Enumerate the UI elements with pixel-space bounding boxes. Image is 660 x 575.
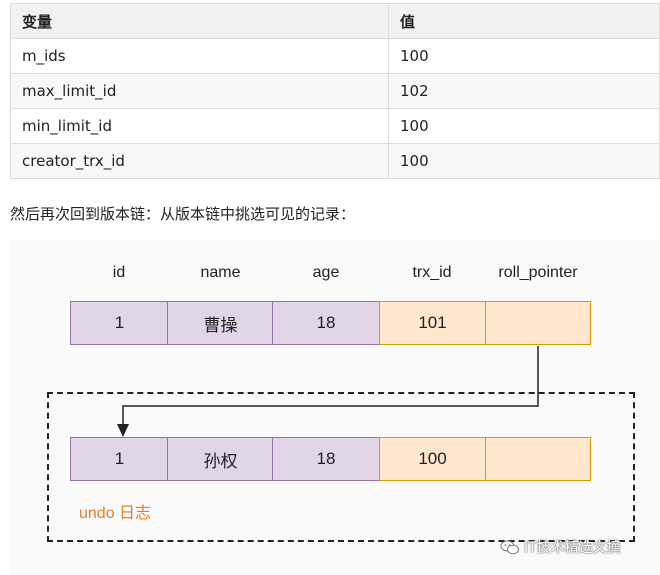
current-record-roll-pointer: [485, 301, 591, 345]
column-header-variable: 变量: [10, 3, 389, 39]
undo-log-label: undo 日志: [79, 505, 152, 522]
table-cell-value: 102: [388, 73, 660, 109]
watermark-text: IT技术精选文摘: [524, 540, 621, 556]
undo-record-roll-pointer: [485, 437, 591, 481]
column-label-trx-id: trx_id: [412, 264, 452, 281]
table-cell-value: 100: [388, 143, 660, 179]
column-label-name: name: [200, 264, 241, 281]
version-chain-diagram: id name age trx_id roll_pointer 1 曹操 18 …: [10, 240, 660, 575]
watermark: IT技术精选文摘: [500, 537, 621, 557]
table-cell-value: 100: [388, 38, 660, 74]
table-row: m_ids 100: [10, 38, 660, 74]
variables-table: 变量 值 m_ids 100 max_limit_id 102 min_limi…: [10, 3, 660, 179]
table-row: max_limit_id 102: [10, 73, 660, 109]
current-record-age: 18: [272, 301, 380, 345]
body-paragraph: 然后再次回到版本链：从版本链中挑选可见的记录：: [10, 205, 356, 223]
roll-pointer-arrow: [117, 346, 539, 437]
column-label-roll-pointer: roll_pointer: [498, 264, 578, 281]
table-cell-variable: max_limit_id: [10, 73, 389, 109]
table-row: creator_trx_id 100: [10, 143, 660, 179]
undo-record-trx-id: 100: [379, 437, 486, 481]
table-cell-variable: min_limit_id: [10, 108, 389, 144]
table-row: min_limit_id 100: [10, 108, 660, 144]
current-record-trx-id: 101: [379, 301, 486, 345]
table-cell-variable: m_ids: [10, 38, 389, 74]
table-cell-variable: creator_trx_id: [10, 143, 389, 179]
undo-record-age: 18: [272, 437, 380, 481]
table-header-row: 变量 值: [10, 3, 660, 39]
undo-record-id: 1: [70, 437, 169, 481]
column-label-age: age: [312, 264, 340, 281]
column-header-value: 值: [388, 3, 660, 39]
undo-log-box: [47, 392, 635, 542]
current-record-id: 1: [70, 301, 169, 345]
wechat-icon: [500, 540, 520, 555]
column-label-id: id: [112, 264, 126, 281]
table-cell-value: 100: [388, 108, 660, 144]
